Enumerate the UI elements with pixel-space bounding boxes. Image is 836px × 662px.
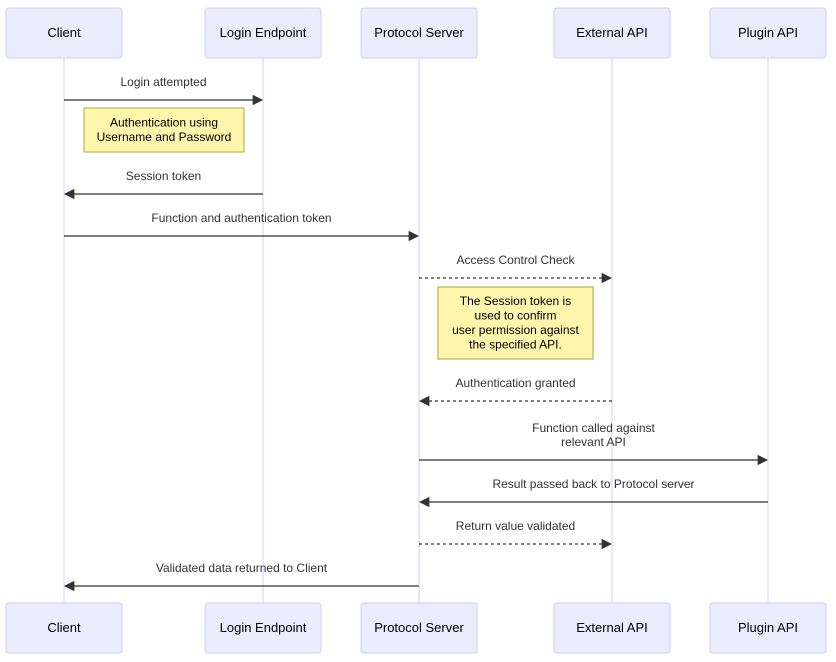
participant-label: Login Endpoint (220, 620, 307, 635)
note-text: used to confirm (474, 309, 556, 323)
message-label: Result passed back to Protocol server (492, 477, 694, 491)
note-text: The Session token is (460, 294, 571, 308)
note-text: Username and Password (97, 130, 232, 144)
participant-box (553, 7, 671, 59)
note-text: the specified API. (469, 338, 562, 352)
message: Access Control Check (419, 253, 613, 284)
participant-external-top: External API (553, 7, 671, 59)
message-label: Function and authentication token (151, 211, 331, 225)
participant-label: Client (47, 620, 81, 635)
participant-external-bottom: External API (553, 602, 671, 654)
participant-box (553, 602, 671, 654)
message: Login attempted (64, 75, 264, 106)
message-label: Login attempted (120, 75, 206, 89)
participant-login-bottom: Login Endpoint (204, 602, 322, 654)
participant-box (204, 602, 322, 654)
note-box (83, 107, 245, 153)
message: Session token (63, 169, 263, 200)
participant-protocol-bottom: Protocol Server (360, 602, 478, 654)
participant-label: External API (576, 620, 648, 635)
message-label: Access Control Check (456, 253, 575, 267)
message-label: Function called against (532, 421, 655, 435)
message-label: Validated data returned to Client (156, 561, 328, 575)
message: Return value validated (419, 519, 613, 550)
participant-protocol-top: Protocol Server (360, 7, 478, 59)
message: Result passed back to Protocol server (418, 477, 768, 508)
message: Authentication granted (418, 376, 612, 407)
note-text: Authentication using (110, 116, 218, 130)
participant-label: Plugin API (738, 620, 798, 635)
participant-plugin-top: Plugin API (709, 7, 827, 59)
participant-box (360, 7, 478, 59)
note-box (437, 286, 594, 360)
participant-box (5, 602, 123, 654)
message-label: Return value validated (456, 519, 575, 533)
participant-box (5, 7, 123, 59)
participant-label: Client (47, 25, 81, 40)
participant-client-bottom: Client (5, 602, 123, 654)
message: Validated data returned to Client (63, 561, 419, 592)
message-label: Session token (126, 169, 201, 183)
participant-label: Protocol Server (374, 25, 464, 40)
participant-box (360, 602, 478, 654)
participant-label: Plugin API (738, 25, 798, 40)
note-text: user permission against (452, 323, 579, 337)
message: Function and authentication token (64, 211, 420, 242)
participant-box (709, 7, 827, 59)
participant-box (204, 7, 322, 59)
participant-box (709, 602, 827, 654)
participant-login-top: Login Endpoint (204, 7, 322, 59)
participant-label: Login Endpoint (220, 25, 307, 40)
participant-client-top: Client (5, 7, 123, 59)
participant-label: External API (576, 25, 648, 40)
message-label: Authentication granted (455, 376, 575, 390)
message-label: relevant API (561, 435, 626, 449)
participant-plugin-bottom: Plugin API (709, 602, 827, 654)
participant-label: Protocol Server (374, 620, 464, 635)
